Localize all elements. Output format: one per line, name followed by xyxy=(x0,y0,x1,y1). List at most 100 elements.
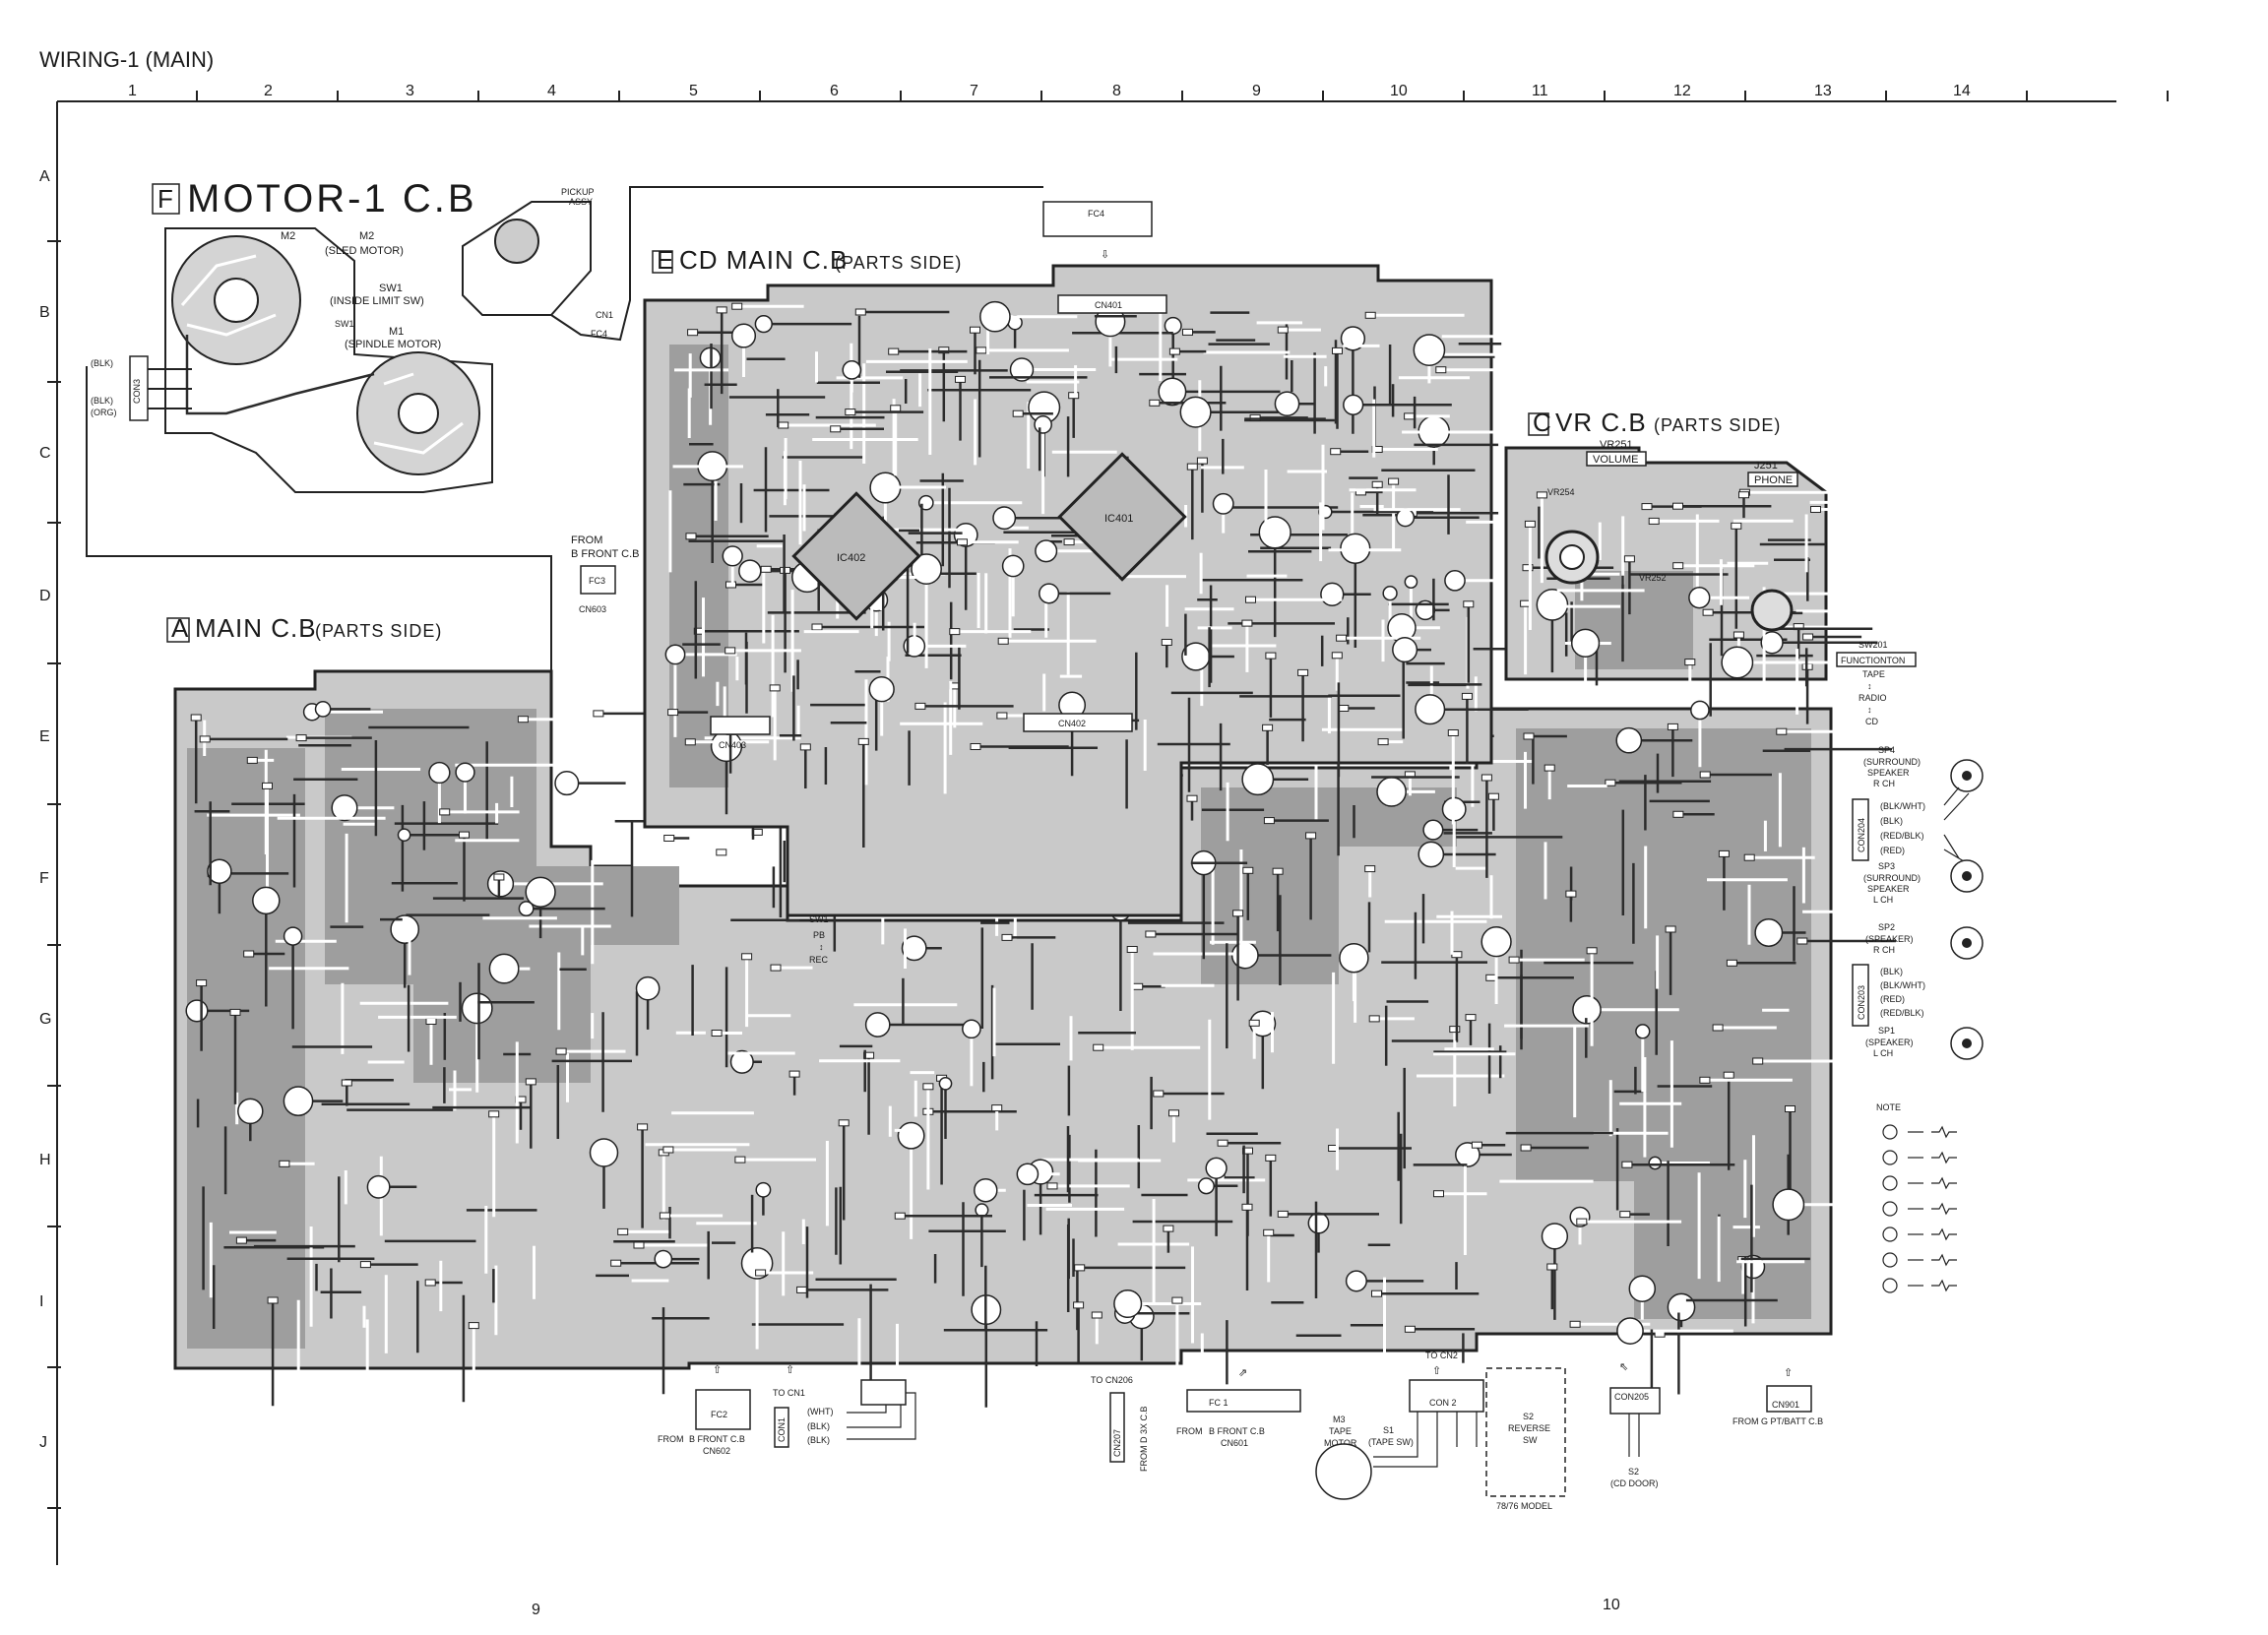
column-ticks xyxy=(196,91,2169,101)
capacitor xyxy=(1376,777,1407,807)
volume-label-box xyxy=(1586,451,1647,467)
component-pad xyxy=(684,738,696,746)
component-pad xyxy=(1046,1182,1058,1190)
component-pad xyxy=(1569,1320,1581,1328)
reverse-sw-group xyxy=(1485,1367,1566,1497)
capacitor xyxy=(1034,415,1052,434)
legend-symbol xyxy=(1882,1278,1898,1293)
component-pad xyxy=(1263,817,1275,825)
up-arrow-icon: ⇖ xyxy=(1619,1361,1628,1373)
legend-component xyxy=(1931,1176,1957,1190)
component-pad xyxy=(755,1269,767,1277)
capacitor xyxy=(554,771,580,796)
column-label: 11 xyxy=(1532,83,1548,99)
sled-motor-desc: (SLED MOTOR) xyxy=(325,245,404,257)
component-pad xyxy=(1544,764,1555,772)
column-label: 1 xyxy=(128,83,137,99)
capacitor xyxy=(283,1086,314,1116)
component-pad xyxy=(262,782,273,789)
cn401-label: CN401 xyxy=(1095,300,1122,310)
row-label: H xyxy=(39,1152,51,1168)
component-pad xyxy=(1487,792,1499,800)
sw-label: SW xyxy=(1523,1435,1538,1445)
con205-label: CON205 xyxy=(1614,1392,1649,1402)
m3-label: M3 xyxy=(1333,1415,1346,1424)
radio-label: RADIO xyxy=(1858,693,1887,703)
capacitor xyxy=(1444,569,1466,592)
component-pad xyxy=(1277,1210,1289,1218)
capacitor xyxy=(1320,582,1345,606)
cd-board-letter-box xyxy=(652,250,673,274)
row-label: G xyxy=(39,1011,51,1028)
pickup-assembly xyxy=(462,201,592,316)
component-pad xyxy=(1665,925,1676,933)
component-pad xyxy=(1404,1325,1416,1333)
fc2-connector xyxy=(695,1389,751,1430)
row-label: D xyxy=(39,588,51,604)
capacitor xyxy=(868,676,895,703)
legend-component xyxy=(1931,1253,1957,1267)
capacitor xyxy=(185,999,209,1023)
fc4-flex-route xyxy=(550,186,1043,342)
component-pad xyxy=(1168,347,1180,355)
capacitor xyxy=(1404,575,1418,589)
wire-blk-label: (BLK) xyxy=(91,358,113,368)
wire-label: (RED/BLK) xyxy=(1880,1008,1924,1018)
component-pad xyxy=(1330,448,1342,456)
component-pad xyxy=(1785,1105,1796,1112)
legend-symbol xyxy=(1882,1124,1898,1140)
capacitor xyxy=(1241,763,1275,796)
sw1-desc: (INSIDE LIMIT SW) xyxy=(330,295,424,307)
capacitor xyxy=(974,1177,998,1203)
capacitor xyxy=(331,794,358,822)
legend-component xyxy=(1931,1279,1957,1292)
component-pad xyxy=(1262,723,1274,731)
component-pad xyxy=(488,1110,500,1118)
capacitor xyxy=(1205,1157,1228,1179)
capacitor xyxy=(589,1138,619,1167)
component-pad xyxy=(1336,634,1348,642)
component-pad xyxy=(1332,346,1343,354)
capacitor xyxy=(252,886,281,915)
capacitor xyxy=(1616,1317,1644,1345)
fc3-front-cb-label: B FRONT C.B xyxy=(571,548,639,560)
column-label: 8 xyxy=(1112,83,1121,99)
capacitor xyxy=(1382,586,1398,601)
component-pad xyxy=(1672,502,1683,510)
m2-label-2: M2 xyxy=(359,230,374,242)
component-pad xyxy=(991,1104,1003,1112)
center-sw1-label: SW1 xyxy=(809,914,829,924)
up-arrow-icon: ⇧ xyxy=(1432,1365,1441,1377)
con1-connector xyxy=(774,1407,789,1448)
fc4-label: FC4 xyxy=(1088,209,1104,219)
component-pad xyxy=(970,743,981,750)
tape-label: TAPE xyxy=(1862,669,1885,679)
cn402-label: CN402 xyxy=(1058,719,1086,728)
motor-board-letter: F xyxy=(158,184,176,214)
legend-symbol xyxy=(1882,1175,1898,1191)
sp3-channel: L CH xyxy=(1873,895,1893,905)
capacitor xyxy=(1667,1292,1696,1322)
capacitor xyxy=(1396,508,1416,528)
component-pad xyxy=(1149,399,1161,407)
component-pad xyxy=(711,1030,723,1037)
capacitor xyxy=(1480,926,1512,958)
component-pad xyxy=(890,405,902,412)
component-pad xyxy=(1738,491,1749,499)
component-pad xyxy=(1232,910,1244,917)
component-pad xyxy=(1163,1225,1174,1232)
capacitor xyxy=(428,761,451,785)
component-pad xyxy=(359,1261,371,1269)
cd-board-title: CD MAIN C.B xyxy=(679,245,848,275)
component-pad xyxy=(1623,555,1635,563)
sp4-label: SP4 xyxy=(1878,745,1895,755)
legend-symbol xyxy=(1882,1252,1898,1268)
capacitor xyxy=(755,1181,772,1198)
component-pad xyxy=(970,326,980,334)
component-pad xyxy=(1672,810,1684,818)
capacitor xyxy=(1635,1024,1651,1039)
con204-label: CON204 xyxy=(1857,818,1866,852)
fc2-label: FC2 xyxy=(711,1410,727,1419)
m2-label: M2 xyxy=(281,230,295,242)
